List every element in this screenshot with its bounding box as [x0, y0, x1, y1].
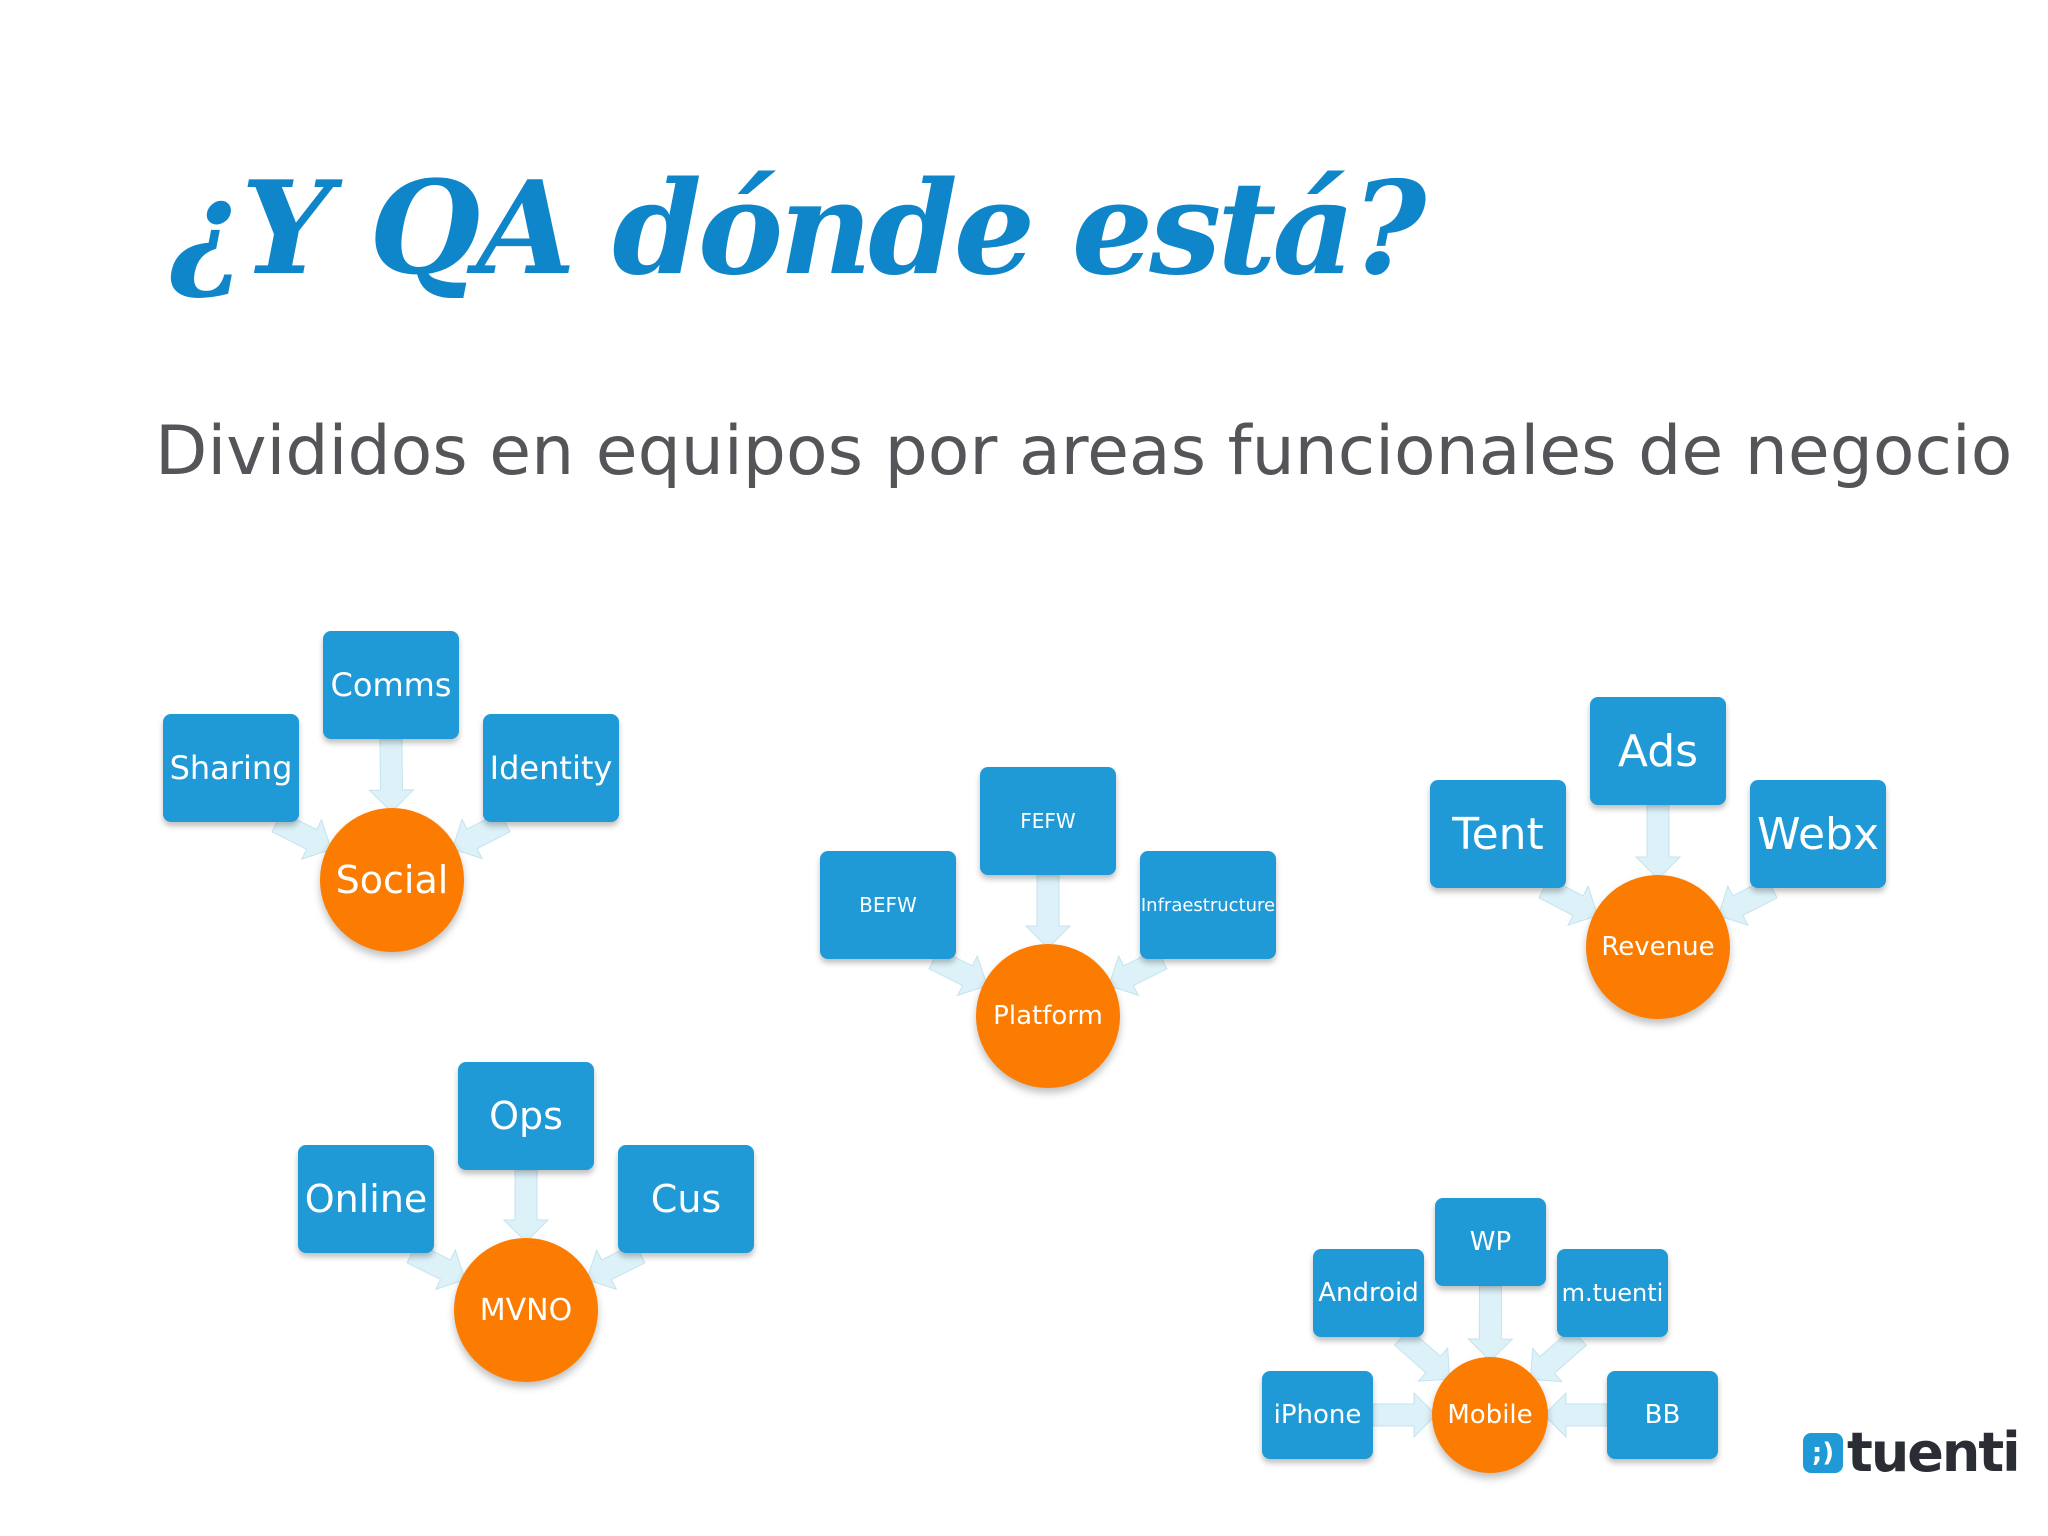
- team-box-tent: Tent: [1430, 780, 1566, 888]
- arrow-cus-to-mvno: [586, 1242, 646, 1291]
- arrow-comms-to-social: [368, 738, 415, 813]
- tuenti-logo-icon: ;): [1803, 1433, 1843, 1473]
- arrow-ads-to-revenue: [1634, 804, 1682, 880]
- hub-circle-platform: Platform: [976, 944, 1120, 1088]
- team-box-wp: WP: [1435, 1198, 1546, 1286]
- arrow-webx-to-revenue: [1717, 877, 1778, 927]
- team-box-iphone: iPhone: [1262, 1371, 1373, 1459]
- hub-circle-mvno: MVNO: [454, 1238, 598, 1382]
- arrow-ops-to-mvno: [502, 1169, 550, 1243]
- team-box-identity: Identity: [483, 714, 619, 822]
- tuenti-logo: ;) tuenti: [1803, 1421, 2021, 1484]
- team-box-bb: BB: [1607, 1371, 1718, 1459]
- team-box-ads: Ads: [1590, 697, 1726, 805]
- team-box-cus: Cus: [618, 1145, 754, 1253]
- team-box-fefw: FEFW: [980, 767, 1116, 875]
- arrow-wp-to-mobile: [1467, 1285, 1514, 1362]
- hub-circle-social: Social: [320, 808, 464, 952]
- hub-circle-revenue: Revenue: [1586, 875, 1730, 1019]
- arrow-fefw-to-platform: [1024, 874, 1072, 949]
- team-box-android: Android: [1313, 1249, 1424, 1337]
- arrow-identity-to-social: [451, 811, 511, 860]
- arrow-infraestructure-to-platform: [1108, 948, 1168, 997]
- hub-circle-mobile: Mobile: [1432, 1357, 1548, 1473]
- team-box-comms: Comms: [323, 631, 459, 739]
- team-box-infraestructure: Infraestructure: [1140, 851, 1276, 959]
- arrow-m-tuenti-to-mobile: [1530, 1327, 1588, 1383]
- team-box-webx: Webx: [1750, 780, 1886, 888]
- arrow-bb-to-mobile: [1543, 1391, 1608, 1439]
- team-box-m-tuenti: m.tuenti: [1557, 1249, 1668, 1337]
- slide-subtitle: Divididos en equipos por areas funcional…: [155, 412, 2013, 491]
- team-box-sharing: Sharing: [163, 714, 299, 822]
- team-box-befw: BEFW: [820, 851, 956, 959]
- tuenti-logo-text: tuenti: [1847, 1421, 2021, 1484]
- slide-title: ¿Y QA dónde está?: [170, 154, 1426, 304]
- arrow-iphone-to-mobile: [1372, 1391, 1437, 1439]
- team-box-online: Online: [298, 1145, 434, 1253]
- team-box-ops: Ops: [458, 1062, 594, 1170]
